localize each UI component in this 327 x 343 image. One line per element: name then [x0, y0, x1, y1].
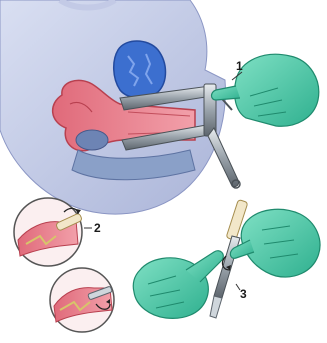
step-label-3: 3: [240, 287, 247, 301]
step-label-2: 2: [94, 221, 101, 235]
step-label-1: 1: [236, 59, 243, 73]
gloved-hand-top: [212, 54, 319, 126]
gloved-hand-lower-left: [133, 251, 223, 319]
inset-circle-lower: [50, 268, 114, 332]
inset-circle-upper: [14, 198, 82, 266]
bladder-organ: [114, 41, 166, 98]
